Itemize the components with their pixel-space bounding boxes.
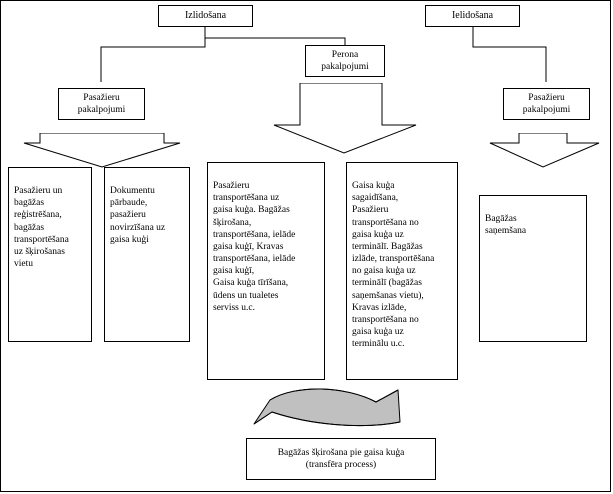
arrow-down-left [22, 133, 182, 168]
arrow-down-center [270, 83, 420, 155]
detail-box-bagazas-sanemsana-text: Bagāžas saņemšana [485, 214, 527, 237]
connector-izlidosana-to-left [30, 27, 210, 89]
connector-ielidosana-to-right [465, 27, 585, 89]
arrow-down-right [487, 133, 602, 168]
detail-box-bagazas-sanemsana: Bagāžas saņemšana [479, 195, 587, 342]
service-box-pasazieru-pakalpojumi-right: Pasažieru pakalpojumi [503, 88, 590, 120]
service-box-pasazieru-pakalpojumi-left: Pasažieru pakalpojumi [58, 88, 145, 120]
detail-box-pasazieru-transportesana: Pasažieru transportēšana uz gaisa kuģa. … [207, 162, 325, 380]
detail-box-gaisa-kuga-sagaidisana: Gaisa kuģa sagaidīšana, Pasažieru transp… [346, 162, 458, 380]
bottom-box-line1: Bagāžas šķirošana pie gaisa kuģa [277, 447, 405, 458]
bottom-box-bagazas-skirosana: Bagāžas šķirošana pie gaisa kuģa (transf… [246, 438, 436, 480]
detail-box-pasazieru-registresana: Pasažieru un bagāžas reģistrēšana, bagāž… [8, 167, 92, 342]
title-box-izlidosana: Izlidošana [158, 5, 253, 27]
curved-arrow-transfer [250, 388, 420, 438]
bottom-box-line2: (transfēra process) [305, 460, 377, 470]
service-box-perona-pakalpojumi: Perona pakalpojumi [305, 45, 385, 77]
title-box-izlidosana-label: Izlidošana [184, 9, 227, 21]
detail-box-dokumentu-parbaude: Dokumentu pārbaude, pasažieru novirzīšan… [104, 167, 190, 342]
service-box-right-label: Pasažieru pakalpojumi [522, 92, 571, 115]
detail-box-pasazieru-transportesana-text: Pasažieru transportēšana uz gaisa kuģa. … [213, 181, 296, 313]
service-box-perona-label: Perona pakalpojumi [321, 49, 369, 72]
title-box-ielidosana-label: Ielidošana [451, 9, 494, 21]
title-box-ielidosana: Ielidošana [425, 5, 520, 27]
detail-box-gaisa-kuga-sagaidisana-text: Gaisa kuģa sagaidīšana, Pasažieru transp… [352, 181, 435, 350]
detail-box-dokumentu-parbaude-text: Dokumentu pārbaude, pasažieru novirzīšan… [110, 186, 166, 245]
detail-box-pasazieru-registresana-text: Pasažieru un bagāžas reģistrēšana, bagāž… [14, 186, 69, 270]
service-box-left-label: Pasažieru pakalpojumi [77, 92, 126, 115]
connector-izlidosana-to-perona [205, 27, 355, 49]
